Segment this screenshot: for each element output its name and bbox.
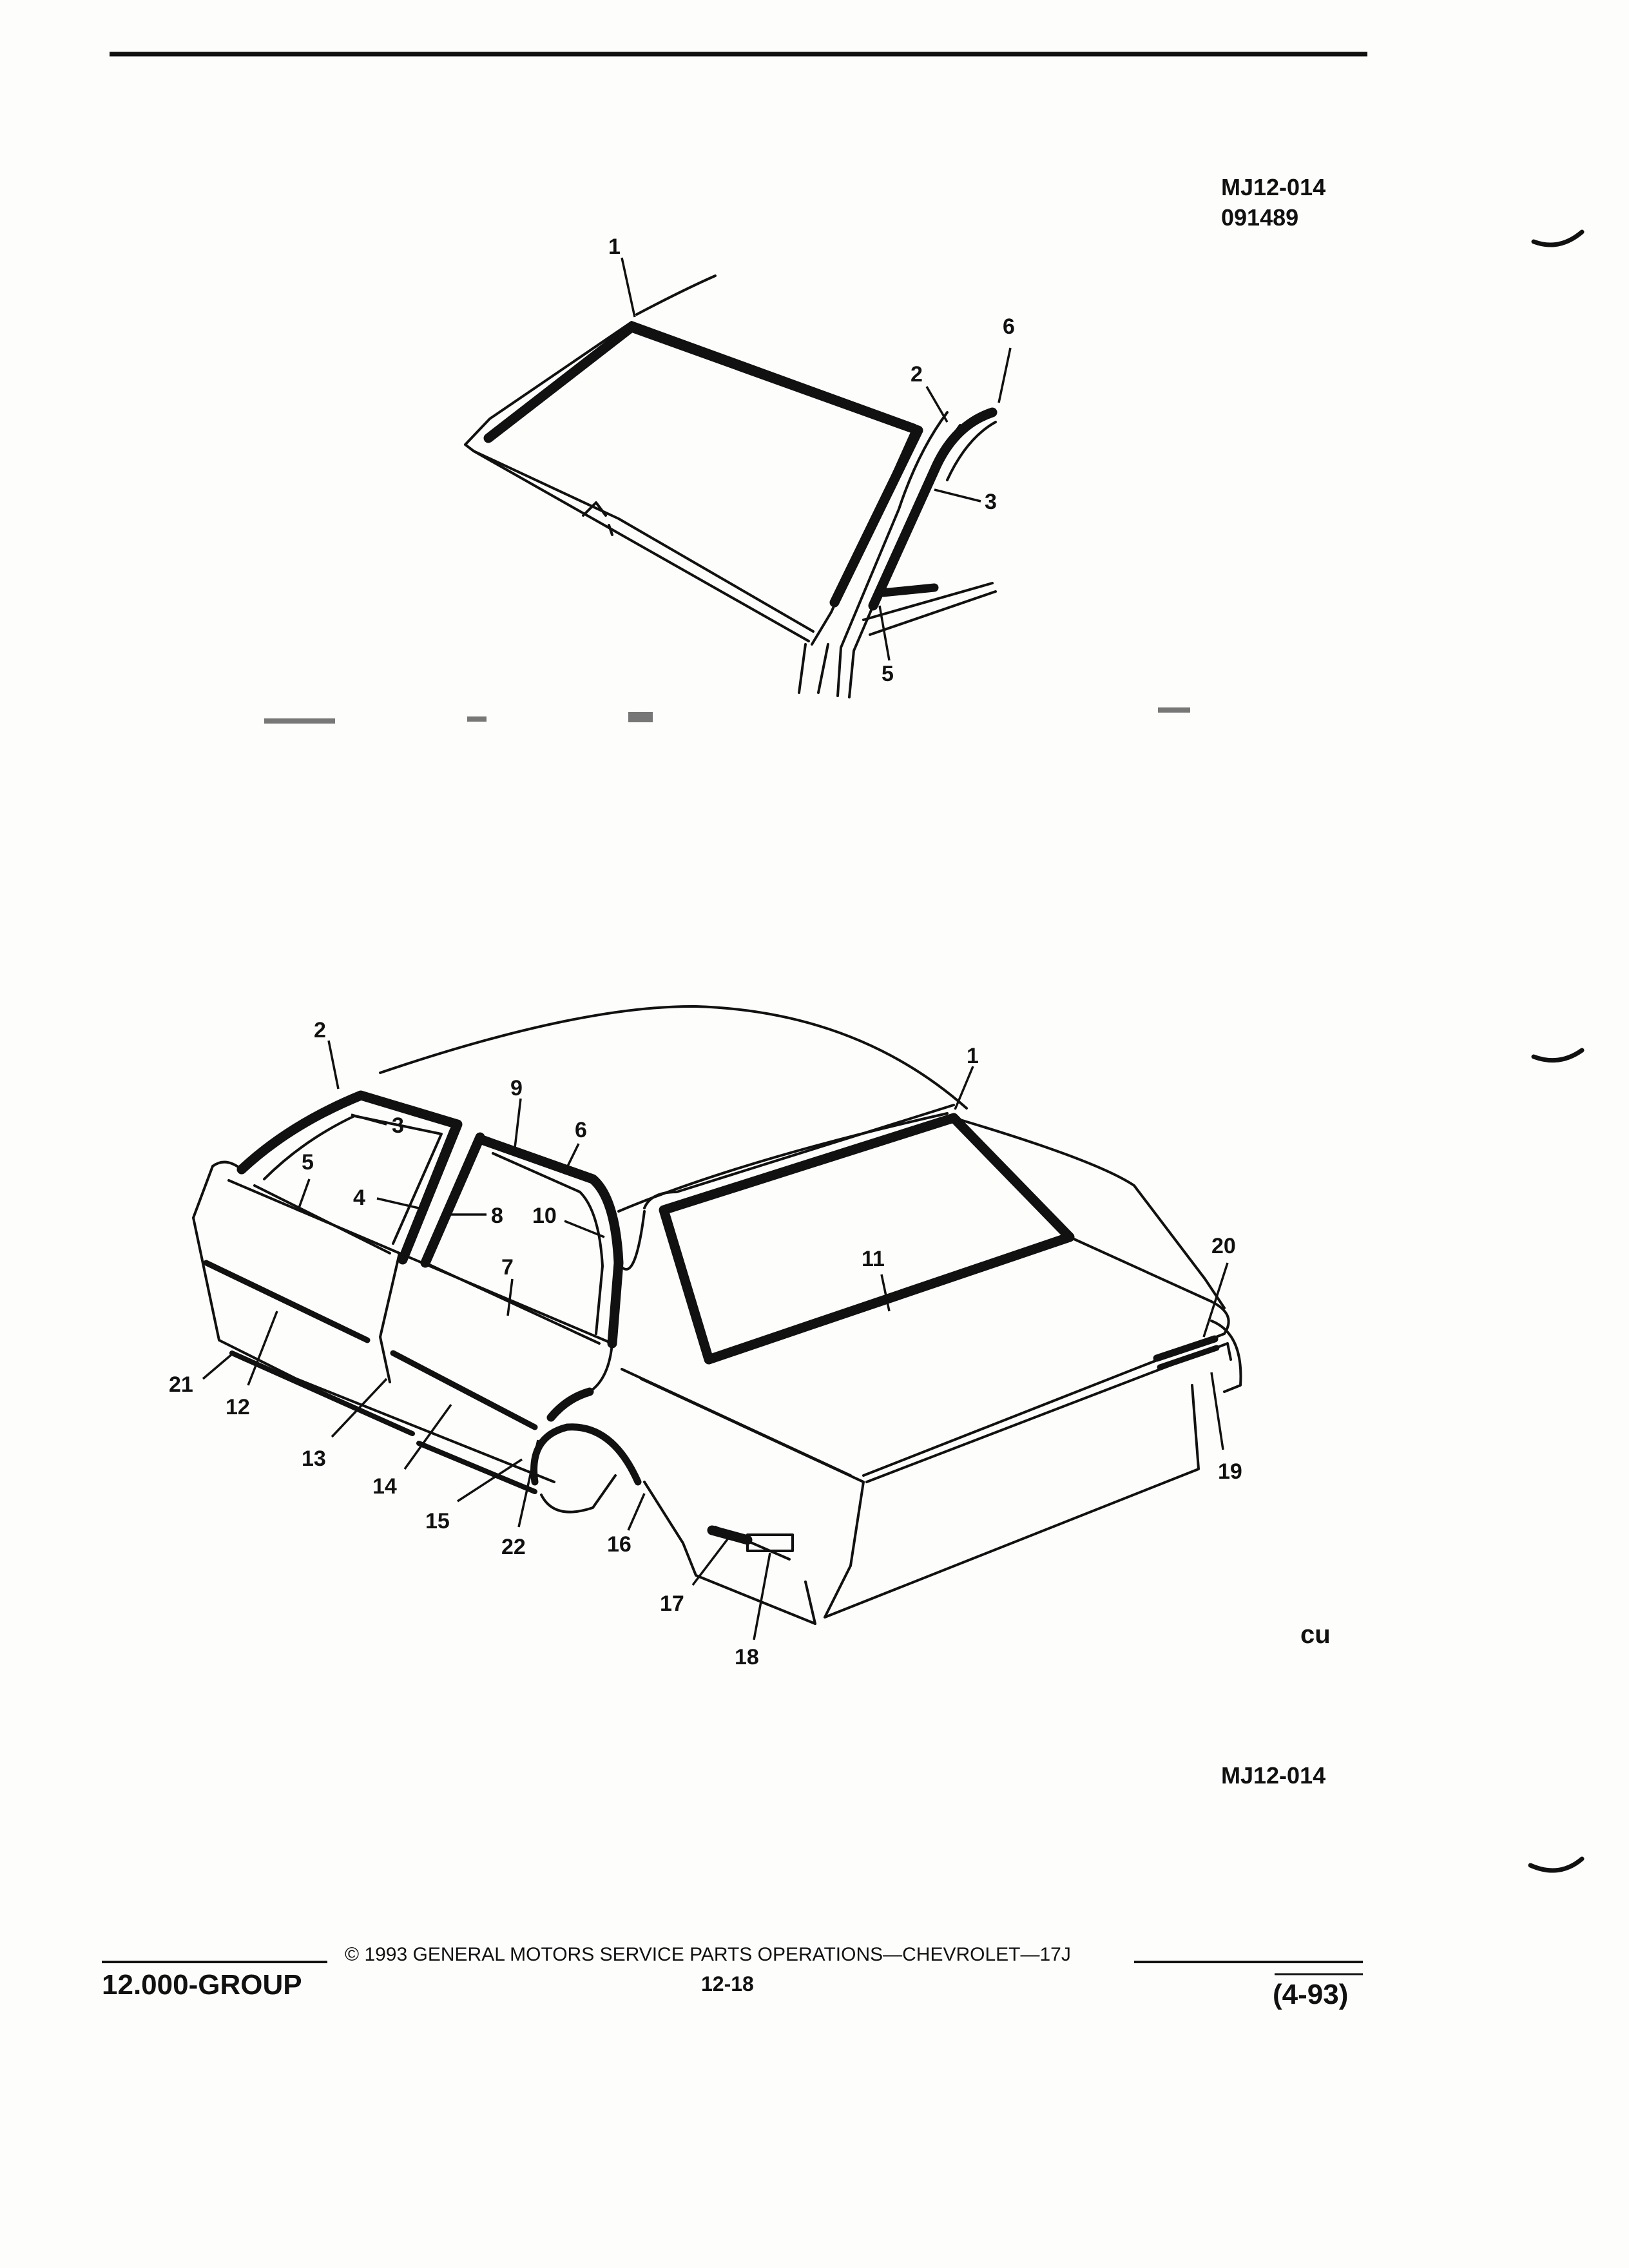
callout-7: 7 [501,1255,514,1280]
callout-6: 6 [575,1118,587,1142]
trunk-lid [862,1236,1230,1477]
figure-code-top: MJ12-014 [1221,174,1325,200]
footer-page: 12-18 [701,1972,754,1995]
windshield-view: 1 2 3 5 6 [464,235,1015,698]
callout-3: 3 [392,1113,404,1138]
side-marker [707,1525,753,1545]
cu-mark: cu [1300,1620,1331,1649]
callout-21: 21 [169,1372,193,1397]
callout-2: 2 [911,362,923,387]
margin-mark-3 [1528,1856,1585,1873]
date-code: 091489 [1221,204,1298,231]
roof-outline [379,1004,968,1110]
a-pillar [836,411,949,697]
callout-3: 3 [985,490,997,514]
margin-mark-2 [1531,1048,1585,1063]
footer-revision: (4-93) [1273,1979,1348,2010]
callout-8: 8 [491,1204,503,1228]
callout-16: 16 [607,1532,631,1557]
callout-11: 11 [862,1247,885,1271]
scan-speck [628,712,653,722]
footer: © 1993 GENERAL MOTORS SERVICE PARTS OPER… [102,1944,1363,2010]
callout-5: 5 [882,662,894,686]
callout-18: 18 [735,1645,759,1669]
callout-4: 4 [353,1186,365,1210]
back-window-moulding [659,1113,1075,1365]
callout-5: 5 [302,1150,314,1175]
scan-speck [467,716,487,722]
callout-9: 9 [510,1076,523,1100]
front-window-frame [236,1090,463,1249]
a-pillar-moulding [868,407,998,611]
callout-19: 19 [1218,1459,1242,1484]
rear-door-moulding [390,1350,538,1430]
front-door-moulding [203,1260,371,1343]
car-body-view [192,1004,1242,1625]
callout-13: 13 [302,1446,326,1471]
tail-emblem [1153,1335,1219,1362]
scan-speck [264,718,335,724]
callout-1: 1 [608,235,621,259]
cowl-moulding [878,583,939,597]
callout-17: 17 [660,1591,684,1616]
callout-1: 1 [967,1044,979,1068]
bottom-callouts: 1 2 3 4 5 6 7 8 9 10 11 12 13 14 15 16 1… [169,1018,1242,1669]
scan-speck [1158,707,1190,713]
callout-2: 2 [314,1018,326,1043]
callout-15: 15 [425,1509,450,1533]
figure-code-bottom: MJ12-014 [1221,1762,1325,1789]
callout-12: 12 [226,1395,250,1419]
b-pillar-moulding [398,1126,459,1265]
windshield-moulding [483,322,923,608]
rear-window-frame [475,1134,624,1349]
callout-20: 20 [1211,1234,1236,1258]
margin-mark-1 [1531,229,1585,247]
footer-copyright: © 1993 GENERAL MOTORS SERVICE PARTS OPER… [345,1944,1071,1965]
roof-line [635,274,717,316]
callout-10: 10 [532,1204,557,1228]
callout-6: 6 [1003,314,1015,339]
callout-14: 14 [372,1474,397,1499]
wheel-opening-moulding [530,1423,642,1486]
footer-group: 12.000-GROUP [102,1969,302,2001]
callout-22: 22 [501,1535,526,1559]
